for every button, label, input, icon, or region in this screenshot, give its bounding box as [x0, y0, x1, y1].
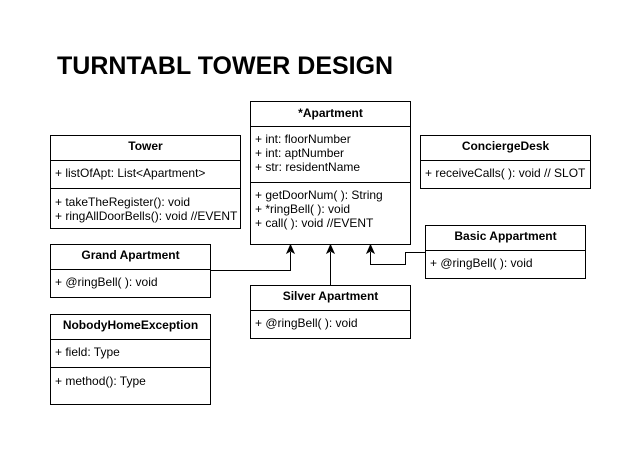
- method: + receiveCalls( ): void // SLOT: [425, 166, 586, 180]
- class-concierge-desk[interactable]: ConciergeDesk + receiveCalls( ): void //…: [420, 135, 591, 189]
- arrowhead-basic: [365, 243, 376, 255]
- class-grand-apartment-members: + @ringBell( ): void: [51, 270, 210, 293]
- class-tower-attributes: + listOfApt: List<Apartment>: [51, 161, 240, 188]
- method: + *ringBell( ): void: [255, 202, 351, 216]
- class-grand-apartment[interactable]: Grand Apartment + @ringBell( ): void: [50, 244, 211, 298]
- class-basic-appartment-name: Basic Appartment: [426, 226, 585, 251]
- class-tower-name: Tower: [51, 136, 240, 161]
- method: + takeTheRegister(): void: [55, 195, 191, 209]
- class-concierge-desk-members: + receiveCalls( ): void // SLOT: [421, 161, 590, 184]
- method: + ringAllDoorBells(): void //EVENT: [55, 209, 238, 223]
- class-basic-appartment[interactable]: Basic Appartment + @ringBell( ): void: [425, 225, 586, 279]
- class-silver-apartment-members: + @ringBell( ): void: [251, 311, 410, 334]
- class-apartment-attributes: + int: floorNumber + int: aptNumber + st…: [251, 127, 410, 182]
- class-nobody-home-exception-attributes: + field: Type: [51, 340, 210, 367]
- method: + call( ): void //EVENT: [255, 216, 374, 230]
- class-apartment-name: *Apartment: [251, 102, 410, 127]
- class-nobody-home-exception-name: NobodyHomeException: [51, 315, 210, 340]
- edge-grand-to-apartment: [211, 252, 291, 271]
- class-apartment-methods: + getDoorNum( ): String + *ringBell( ): …: [251, 182, 410, 234]
- method: + method(): Type: [55, 374, 146, 388]
- attribute: + str: residentName: [255, 160, 361, 174]
- method: + @ringBell( ): void: [430, 256, 533, 270]
- class-tower[interactable]: Tower + listOfApt: List<Apartment> + tak…: [50, 135, 241, 229]
- class-basic-appartment-members: + @ringBell( ): void: [426, 251, 585, 274]
- diagram-title: TURNTABL TOWER DESIGN: [57, 52, 394, 80]
- attribute: + listOfApt: List<Apartment>: [55, 166, 206, 180]
- attribute: + field: Type: [55, 345, 120, 359]
- arrowhead-grand: [285, 243, 296, 255]
- class-apartment[interactable]: *Apartment + int: floorNumber + int: apt…: [250, 101, 411, 245]
- class-concierge-desk-name: ConciergeDesk: [421, 136, 590, 161]
- class-nobody-home-exception[interactable]: NobodyHomeException + field: Type + meth…: [50, 314, 211, 405]
- class-silver-apartment-name: Silver Apartment: [251, 286, 410, 311]
- class-grand-apartment-name: Grand Apartment: [51, 245, 210, 270]
- class-tower-methods: + takeTheRegister(): void + ringAllDoorB…: [51, 188, 240, 227]
- method: + getDoorNum( ): String: [255, 188, 383, 202]
- attribute: + int: aptNumber: [255, 146, 345, 160]
- arrowhead-silver: [325, 243, 336, 255]
- method: + @ringBell( ): void: [55, 275, 158, 289]
- method: + @ringBell( ): void: [255, 316, 358, 330]
- class-silver-apartment[interactable]: Silver Apartment + @ringBell( ): void: [250, 285, 411, 339]
- edge-basic-to-apartment: [370, 252, 425, 265]
- attribute: + int: floorNumber: [255, 132, 351, 146]
- class-nobody-home-exception-methods: + method(): Type: [51, 367, 210, 392]
